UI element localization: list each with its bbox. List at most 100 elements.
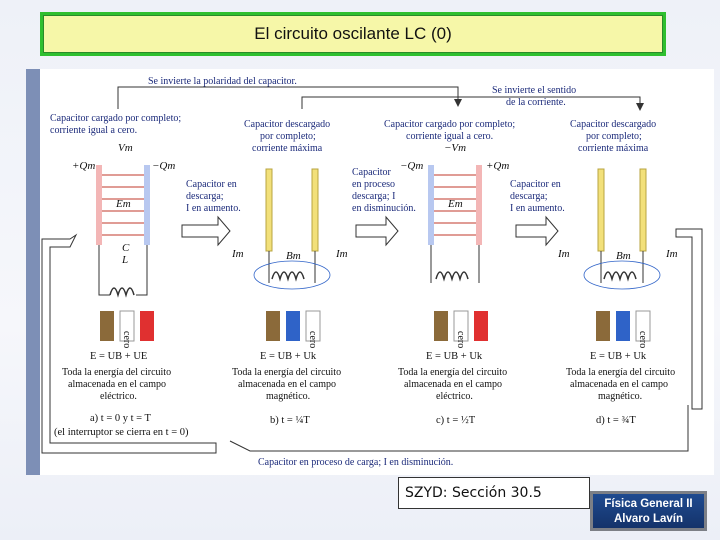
stage-b-plate-right <box>311 168 319 252</box>
stage-b: Capacitor descargado por completo; corri… <box>186 119 348 426</box>
stage-c-voltage: −Vm <box>444 142 466 154</box>
stage-c-bar-brown <box>434 311 448 341</box>
stage-b-current-left: Im <box>231 248 244 260</box>
stage-d-bar-brown <box>596 311 610 341</box>
stage-d-current-right: Im <box>665 248 678 260</box>
bottom-arrow-label: Capacitor en proceso de carga; I en dism… <box>258 457 453 468</box>
stage-b-trans2: descarga; <box>186 191 224 202</box>
stage-d-trans3: I en aumento. <box>510 203 565 214</box>
stage-d-energy: E = UB + Uk <box>590 351 647 362</box>
stage-b-state-line1: Capacitor descargado <box>244 119 330 130</box>
stage-a-inductor <box>109 287 135 298</box>
stage-d-desc2: almacenada en el campo <box>570 379 668 390</box>
stage-b-state-line2: por completo; <box>260 131 316 142</box>
stage-a-plate-right <box>144 165 150 245</box>
stage-d-current-left: Im <box>557 248 570 260</box>
stage-a-charge-minus: −Qm <box>152 160 175 172</box>
stage-c-desc3: eléctrico. <box>436 391 473 402</box>
lc-diagram: Se invierte la polaridad del capacitor. … <box>41 76 703 468</box>
stage-a-field-lines <box>102 174 144 236</box>
left-return-arrow <box>41 233 217 454</box>
stage-c-wire <box>430 245 480 283</box>
stage-a-cap-label: C <box>122 242 130 254</box>
stage-a-wire <box>98 245 148 296</box>
stage-b-field-loop <box>253 260 331 290</box>
stage-b-bfield: Bm <box>286 250 301 262</box>
stage-c: Capacitor cargado por completo; corrient… <box>352 119 515 426</box>
stage-c-bar-zero <box>453 310 469 342</box>
stage-d-bar-zero <box>635 310 651 342</box>
stage-c-time: c) t = ½T <box>436 415 476 426</box>
top-arrow-polarity-label: Se invierte la polaridad del capacitor. <box>148 76 297 87</box>
top-arrow-direction <box>301 96 644 111</box>
stage-b-bar-zero-label: cero <box>307 331 318 348</box>
slide-title-box: El circuito oscilante LC (0) <box>40 12 666 56</box>
right-return-arrow <box>675 228 703 410</box>
stage-c-energy: E = UB + Uk <box>426 351 483 362</box>
stage-a-state-line1: Capacitor cargado por completo; <box>50 113 181 124</box>
stage-d-bar-blue <box>616 311 630 341</box>
course-badge-line1: Física General II <box>604 498 693 510</box>
top-arrow-direction-label1: Se invierte el sentido <box>492 85 576 96</box>
section-reference-text: SZYD: Sección 30.5 <box>405 485 542 501</box>
stage-c-field-label: Em <box>447 198 463 210</box>
stage-c-inductor <box>435 271 469 282</box>
stage-d-plate-left <box>597 168 605 252</box>
stage-a-ind-label: L <box>121 254 128 266</box>
stage-b-bar-zero <box>305 310 321 342</box>
stage-d-time: d) t = ¾T <box>596 415 636 426</box>
stage-b-desc2: almacenada en el campo <box>238 379 336 390</box>
stage-c-desc1: Toda la energía del circuito <box>398 367 507 378</box>
stage-b-plate-left <box>265 168 273 252</box>
stage-a-desc3: eléctrico. <box>100 391 137 402</box>
stage-b-inductor <box>271 271 305 282</box>
stage-d-state-line1: Capacitor descargado <box>570 119 656 130</box>
stage-a-energy: E = UB + UE <box>90 351 147 362</box>
stage-b-bar-blue <box>286 311 300 341</box>
stage-d-desc1: Toda la energía del circuito <box>566 367 675 378</box>
stage-c-trans2: en proceso <box>352 179 395 190</box>
stage-b-desc1: Toda la energía del circuito <box>232 367 341 378</box>
stage-a-bar-brown <box>100 311 114 341</box>
stage-b-trans3: I en aumento. <box>186 203 241 214</box>
stage-c-desc2: almacenada en el campo <box>404 379 502 390</box>
stage-a-note: (el interruptor se cierra en t = 0) <box>54 427 189 438</box>
stage-b-trans1: Capacitor en <box>186 179 237 190</box>
forward-arrow-ab <box>181 215 231 247</box>
stage-d-bar-zero-label: cero <box>637 331 648 348</box>
stage-c-field-lines <box>434 174 476 236</box>
stage-d-desc3: magnético. <box>598 391 642 402</box>
stage-c-state-line2: corriente igual a cero. <box>406 131 493 142</box>
stage-a-charge-plus: +Qm <box>72 160 95 172</box>
stage-a-plate-left <box>96 165 102 245</box>
stage-b-state-line3: corriente máxima <box>252 143 323 154</box>
course-badge-line2: Alvaro Lavín <box>613 513 684 525</box>
stage-c-trans4: en disminución. <box>352 203 416 214</box>
stage-d-trans2: descarga; <box>510 191 548 202</box>
stage-c-plate-right <box>476 165 482 245</box>
stage-a-field-label: Em <box>115 198 131 210</box>
top-arrow-polarity <box>117 86 462 109</box>
stage-d-field-loop <box>583 260 661 290</box>
stage-c-charge-minus: −Qm <box>400 160 423 172</box>
stage-d: Capacitor descargado por completo; corri… <box>510 119 678 426</box>
stage-a-bar-zero-label: cero <box>121 331 132 348</box>
stage-d-bfield: Bm <box>616 250 631 262</box>
stage-c-charge-plus: +Qm <box>486 160 509 172</box>
stage-b-time: b) t = ¼T <box>270 415 310 426</box>
stage-d-trans1: Capacitor en <box>510 179 561 190</box>
course-badge: Física General II Alvaro Lavín <box>590 491 707 531</box>
slide-title: El circuito oscilante LC (0) <box>254 24 452 43</box>
stage-b-energy: E = UB + Uk <box>260 351 317 362</box>
stage-a-time: a) t = 0 y t = T <box>90 413 152 424</box>
stage-a-voltage: Vm <box>118 142 133 154</box>
stage-a-desc1: Toda la energía del circuito <box>62 367 171 378</box>
stage-d-state-line3: corriente máxima <box>578 143 649 154</box>
stage-c-state-line1: Capacitor cargado por completo; <box>384 119 515 130</box>
stage-c-bar-zero-label: cero <box>455 331 466 348</box>
stage-c-bar-red <box>474 311 488 341</box>
stage-c-trans3: descarga; I <box>352 191 395 202</box>
forward-arrow-bc <box>355 215 399 247</box>
lc-circuit-figure: Se invierte la polaridad del capacitor. … <box>40 69 714 475</box>
stage-d-inductor <box>603 271 637 282</box>
